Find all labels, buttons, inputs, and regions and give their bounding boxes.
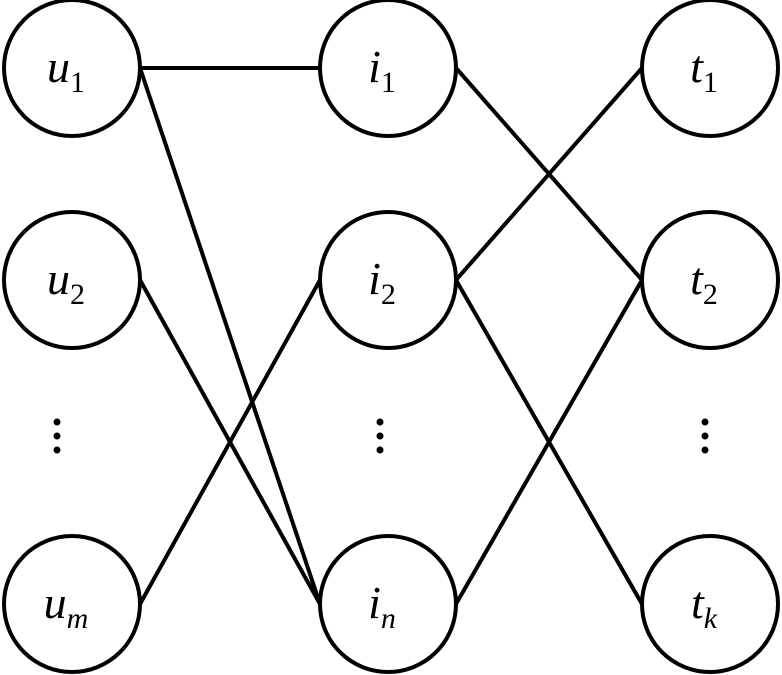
ellipsis-t <box>701 418 709 454</box>
ellipsis-dot <box>701 418 709 426</box>
ellipsis-dot <box>376 418 384 426</box>
node-circle <box>318 534 458 674</box>
node-label-subscript: 1 <box>70 66 85 99</box>
node-circle <box>640 0 780 138</box>
node-circle <box>2 534 142 674</box>
node-in: in <box>318 534 458 674</box>
node-t1: t1 <box>640 0 780 138</box>
node-label-subscript: 2 <box>703 278 718 311</box>
node-i2: i2 <box>318 210 458 350</box>
edges-layer <box>138 66 644 605</box>
node-t2: t2 <box>640 210 780 350</box>
ellipsis-dot <box>53 432 61 440</box>
node-circle <box>2 210 142 350</box>
node-um: um <box>2 534 142 674</box>
node-label-base: u <box>47 253 70 304</box>
node-label-subscript: 1 <box>381 66 396 99</box>
ellipsis-dot <box>53 446 61 454</box>
ellipsis-dot <box>701 432 709 440</box>
node-label: in <box>368 577 396 635</box>
node-label-base: u <box>44 577 67 628</box>
ellipsis-dot <box>376 432 384 440</box>
node-label-subscript: 1 <box>703 66 718 99</box>
node-label: tk <box>691 577 718 635</box>
ellipsis-dot <box>53 418 61 426</box>
edge-um-i2 <box>138 279 322 605</box>
node-circle <box>318 0 458 138</box>
node-u2: u2 <box>2 210 142 350</box>
node-label-subscript: n <box>381 602 396 635</box>
node-label-subscript: m <box>67 602 89 635</box>
node-label-base: t <box>691 577 705 628</box>
node-label-subscript: 2 <box>381 278 396 311</box>
node-circle <box>640 534 780 674</box>
edge-in-t2 <box>454 279 644 605</box>
node-label: um <box>44 577 89 635</box>
node-label-base: u <box>47 41 70 92</box>
node-label-base: i <box>368 41 381 92</box>
node-circle <box>640 210 780 350</box>
node-label: i1 <box>368 41 396 99</box>
node-label: t1 <box>690 41 718 99</box>
edge-u1-in <box>138 67 322 605</box>
node-label-base: t <box>690 41 704 92</box>
node-label-base: t <box>690 253 704 304</box>
ellipsis-u <box>53 418 61 454</box>
node-label-subscript: k <box>704 602 718 635</box>
node-label: i2 <box>368 253 396 311</box>
node-label: u1 <box>47 41 85 99</box>
ellipsis-i <box>376 418 384 454</box>
node-tk: tk <box>640 534 780 674</box>
node-circle <box>2 0 142 138</box>
node-label: u2 <box>47 253 85 311</box>
node-u1: u1 <box>2 0 142 138</box>
node-circle <box>318 210 458 350</box>
node-i1: i1 <box>318 0 458 138</box>
edge-i2-t1 <box>454 66 644 282</box>
node-label: t2 <box>690 253 718 311</box>
ellipsis-layer <box>53 418 709 454</box>
node-label-base: i <box>368 577 381 628</box>
ellipsis-dot <box>701 446 709 454</box>
ellipsis-dot <box>376 446 384 454</box>
node-label-subscript: 2 <box>70 278 85 311</box>
node-label-base: i <box>368 253 381 304</box>
